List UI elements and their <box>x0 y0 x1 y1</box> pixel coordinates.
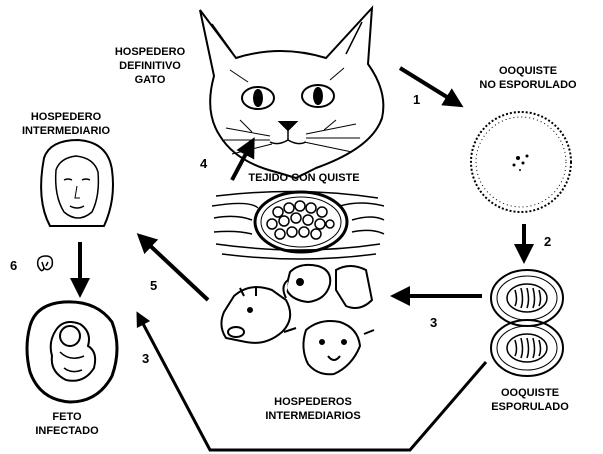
definitive-host-label-2: DEFINITIVO <box>119 60 181 72</box>
woman-face-icon <box>41 140 113 226</box>
step-3-right: 3 <box>430 315 437 330</box>
definitive-host-label-3: GATO <box>135 74 166 86</box>
small-organism-icon <box>38 256 53 271</box>
infected-fetus-label-2: INFECTADO <box>35 425 99 437</box>
sporulated-oocyst-label-1: OOQUISTE <box>501 387 559 399</box>
sporulated-oocyst-label-2: ESPORULADO <box>491 401 569 413</box>
unsporulated-oocyst-label-1: OOQUISTE <box>499 65 557 77</box>
sporulated-oocyst-icon <box>491 270 563 376</box>
intermediate-host-label-2: INTERMEDIARIO <box>22 125 110 137</box>
intermediate-hosts-label-1: HOSPEDEROS <box>274 396 352 408</box>
arrow-1 <box>400 68 455 102</box>
tissue-cyst-label: TEJIDO CON QUISTE <box>248 172 359 184</box>
intermediate-host-label-1: HOSPEDERO <box>31 111 102 123</box>
tissue-cyst-icon <box>212 191 384 259</box>
intermediate-hosts-label-2: INTERMEDIARIOS <box>265 410 360 422</box>
step-5: 5 <box>150 278 157 293</box>
step-3-left: 3 <box>142 351 149 366</box>
cat-face-icon <box>200 8 383 178</box>
step-1: 1 <box>413 92 420 107</box>
unsporulated-oocyst-icon <box>471 112 571 212</box>
step-6: 6 <box>10 258 17 273</box>
fetus-in-uterus-icon <box>27 302 117 402</box>
infected-fetus-label-1: FETO <box>52 411 82 423</box>
farm-animals-icon <box>221 265 374 374</box>
step-2: 2 <box>544 234 551 249</box>
definitive-host-label-1: HOSPEDERO <box>115 46 186 58</box>
unsporulated-oocyst-label-2: NO ESPORULADO <box>479 79 577 91</box>
step-4: 4 <box>200 156 208 171</box>
